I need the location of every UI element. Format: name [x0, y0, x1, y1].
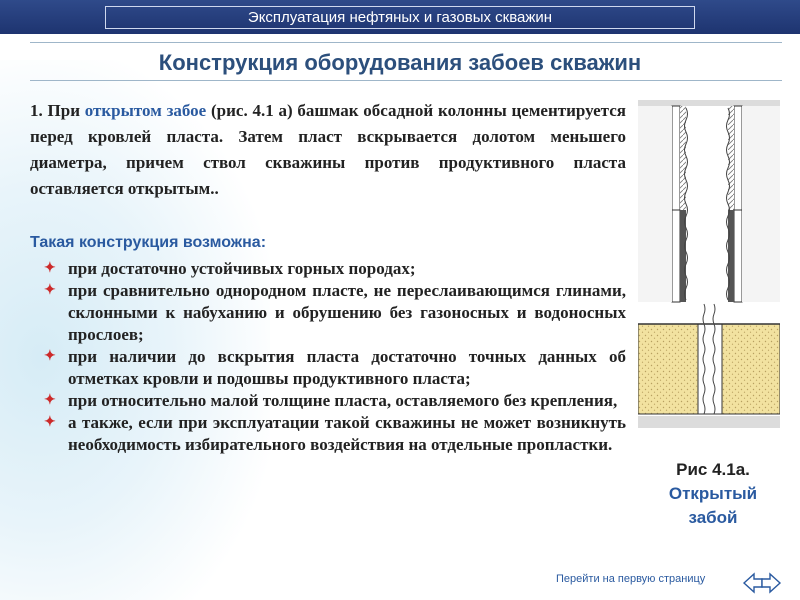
- red-star-bullet-icon: ✦: [44, 393, 56, 408]
- cement-shoe-left: [680, 210, 686, 302]
- background-wash: [0, 60, 270, 600]
- slide-title: Конструкция оборудования забоев скважин: [158, 50, 642, 75]
- red-star-bullet-icon: ✦: [44, 415, 56, 430]
- rock-left: [638, 106, 672, 302]
- title-rule-top: [30, 42, 782, 43]
- casing-wall-left: [671, 105, 681, 211]
- conditions-heading: Такая конструкция возможна:: [30, 234, 267, 251]
- red-star-bullet-icon: ✦: [44, 349, 56, 364]
- casing-wall-right: [733, 105, 743, 211]
- list-item: ✦ при наличии до вскрытия пласта достаточ…: [44, 346, 626, 390]
- open-hole-wall-left: [702, 303, 706, 415]
- list-item: ✦ при сравнительно однородном пласте, не …: [44, 280, 626, 346]
- conditions-list: ✦ при достаточно устойчивых горных порода…: [44, 258, 626, 456]
- list-item-text: при сравнительно однородном пласте, не п…: [68, 281, 626, 344]
- surface-band: [638, 100, 780, 106]
- double-arrow-nav-icon[interactable]: [742, 570, 782, 596]
- header-title: Эксплуатация нефтяных и газовых скважин: [105, 5, 695, 29]
- list-item-text: при достаточно устойчивых горных породах…: [68, 259, 416, 278]
- figure-name: Открытый забой: [668, 484, 758, 527]
- list-item-text: а также, если при эксплуатации такой скв…: [68, 413, 626, 454]
- casing-lower-right: [733, 209, 743, 303]
- arrow-right-icon[interactable]: [761, 572, 782, 594]
- casing-lower-left: [671, 209, 681, 303]
- red-star-bullet-icon: ✦: [44, 283, 56, 298]
- open-bottomhole-diagram: [638, 100, 780, 428]
- rock-right: [742, 106, 780, 302]
- intro-lead: 1. При: [30, 101, 85, 120]
- list-item-text: при наличии до вскрытия пласта достаточн…: [68, 347, 626, 388]
- intro-paragraph: 1. При открытом забое (рис. 4.1 а) башма…: [30, 98, 626, 202]
- formation-left: [638, 323, 699, 415]
- intro-rest: (рис. 4.1 а) башмак обсадной колонны цем…: [30, 101, 626, 198]
- first-page-link[interactable]: Перейти на первую страницу: [556, 573, 706, 585]
- arrow-left-icon[interactable]: [742, 572, 763, 594]
- open-hole-wall-right: [712, 303, 716, 415]
- bottom-band: [638, 416, 780, 428]
- cement-shoe-right: [728, 210, 734, 302]
- cement-left: [680, 106, 686, 210]
- cement-right: [728, 106, 734, 210]
- header-bar: Эксплуатация нефтяных и газовых скважин: [0, 0, 800, 34]
- list-item: ✦ при относительно малой толщине пласта, …: [44, 390, 626, 412]
- formation-right: [721, 323, 780, 415]
- title-rule-bottom: [30, 80, 782, 81]
- intro-highlight: открытом забое: [84, 101, 207, 120]
- list-item: ✦ при достаточно устойчивых горных порода…: [44, 258, 626, 280]
- figure-caption: Рис 4.1а. Открытый забой: [650, 458, 776, 530]
- borehole-wall-left: [684, 107, 688, 301]
- list-item-text: при относительно малой толщине пласта, о…: [68, 391, 618, 410]
- red-star-bullet-icon: ✦: [44, 261, 56, 276]
- borehole-wall-right: [726, 107, 730, 301]
- list-item: ✦ а также, если при эксплуатации такой ск…: [44, 412, 626, 456]
- figure-number: Рис 4.1а.: [676, 460, 750, 479]
